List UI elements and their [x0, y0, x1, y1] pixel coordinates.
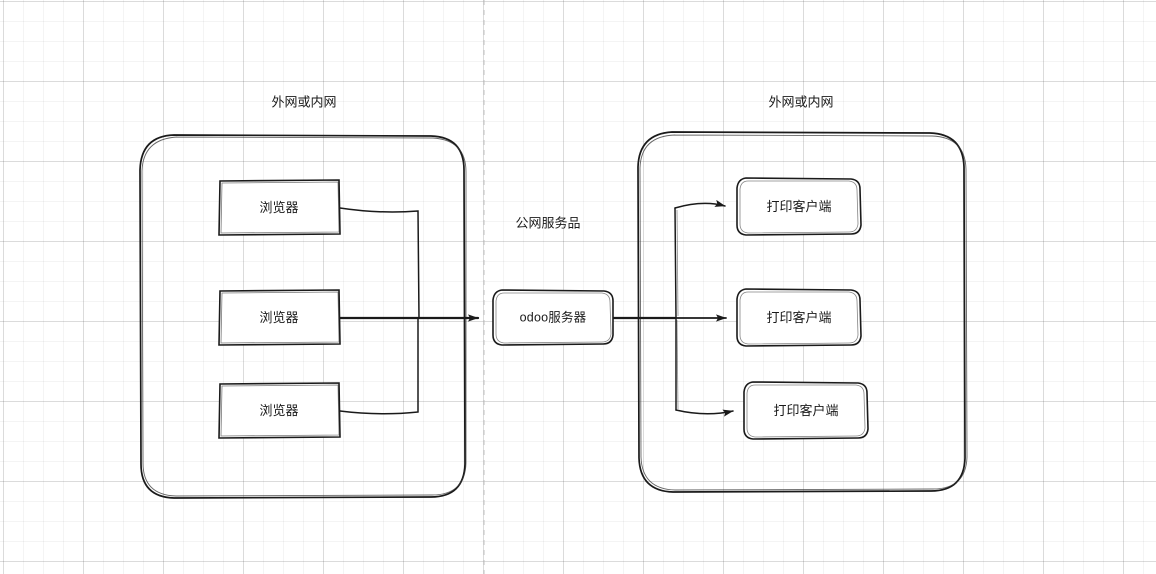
node-print-client-2[interactable] [736, 288, 862, 347]
connector-odoo-to-print-client-1[interactable] [674, 199, 726, 209]
node-browser-2[interactable] [218, 289, 341, 346]
public-service-label: 公网服务品 [515, 215, 581, 231]
connector-layer [338, 199, 734, 417]
connector-browser1-to-bus[interactable] [339, 207, 420, 319]
node-browser-1[interactable] [218, 179, 341, 236]
node-browser-3[interactable] [218, 382, 341, 439]
group-left-network[interactable] [139, 134, 467, 499]
group-right-network[interactable] [637, 131, 968, 493]
node-print-client-3[interactable] [743, 381, 869, 440]
connector-odoo-to-print-client-3[interactable] [675, 409, 734, 417]
connector-browser3-to-bus[interactable] [339, 317, 419, 415]
group-label-left-network: 外网或内网 [271, 94, 337, 110]
connector-split-bus[interactable] [674, 207, 677, 411]
node-print-client-1[interactable] [736, 177, 862, 236]
node-odoo-server[interactable] [492, 289, 614, 346]
group-label-right-network: 外网或内网 [768, 94, 834, 110]
